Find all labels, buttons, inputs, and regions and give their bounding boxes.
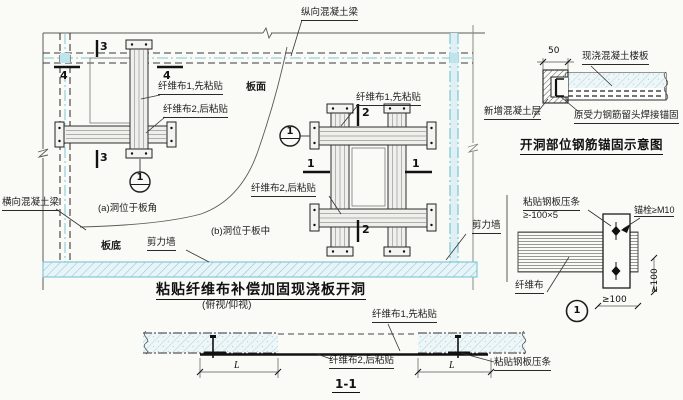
label-case-a: (a)洞位于板角 (98, 203, 158, 214)
section-dim-L-right: L (449, 360, 455, 371)
section-mark-4-right: 4 (163, 69, 171, 82)
label-fiber-cloth: 纤维布 (515, 280, 544, 294)
label-slab-soffit: 板底 (101, 241, 121, 252)
label-steel-batten-size: ≥-100×5 (523, 210, 559, 221)
label-case-b: (b)洞位于板中 (211, 226, 271, 237)
label-section-fiber2: 纤维布2,后粘贴 (329, 355, 394, 369)
detail-bubble-a: 1 (136, 172, 144, 183)
section-mark-3-bottom: 3 (100, 151, 108, 164)
detail-bubble-b: 1 (286, 126, 294, 137)
section-mark-2-top: 2 (362, 106, 370, 119)
label-slab-face: 板面 (246, 82, 266, 93)
fiber-strip-horizontal-top (309, 121, 437, 150)
label-section-fiber1: 纤维布1,先粘贴 (372, 309, 437, 323)
label-cast-slab: 现浇混凝土楼板 (582, 51, 649, 65)
section-title: 1-1 (332, 377, 360, 393)
detail1-dim-vertical: ≥100 (650, 268, 660, 293)
label-fiber1-a: 纤维布1,先粘贴 (158, 81, 223, 95)
label-shear-wall-right: 剪力墙 (472, 220, 501, 234)
label-new-concrete-layer: 新增混凝土层 (484, 106, 542, 120)
plan-subtitle: (俯视/仰视) (202, 300, 252, 311)
plan-label-leaders (55, 19, 467, 263)
fiber-strip-horizontal-bottom (309, 203, 437, 232)
detail1-drawing (506, 195, 658, 323)
section-mark-4-left: 4 (60, 69, 68, 82)
section11-drawing (143, 323, 527, 378)
detail1-bubble: 1 (573, 305, 581, 316)
section-mark-2-bottom: 2 (362, 223, 370, 236)
label-fiber2-a: 纤维布2,后粘贴 (163, 104, 228, 118)
label-longitudinal-beam: 纵向混凝土梁 (301, 7, 359, 21)
section-dim-L-left: L (234, 360, 240, 371)
detail1-dim-horizontal: ≥100 (602, 295, 627, 305)
anchor-detail-drawing (532, 58, 669, 119)
label-fiber1-b: 纤维布1,先粘贴 (356, 92, 421, 106)
label-rebar-anchorage: 原受力钢筋留头焊接锚固 (574, 110, 679, 124)
section-mark-3-top: 3 (100, 40, 108, 53)
anchor-detail-title: 开洞部位钢筋锚固示意图 (520, 138, 664, 156)
plan-title: 粘贴纤维布补偿加固现浇板开洞 (156, 281, 366, 301)
section-mark-1-left: 1 (307, 157, 315, 170)
plan-opening-a (54, 39, 183, 193)
label-section-batten: 粘贴钢板压条 (494, 357, 552, 371)
label-shear-wall-bottom: 剪力墙 (147, 237, 176, 251)
anchor-dim-50: 50 (548, 46, 560, 56)
label-fiber2-b: 纤维布2,后粘贴 (251, 183, 316, 197)
section-mark-1-right: 1 (412, 157, 420, 170)
label-anchor-bolt: 锚栓≥M10 (634, 205, 675, 218)
plan-opening-b (279, 103, 437, 257)
label-transverse-beam: 横向混凝土梁 (2, 197, 60, 211)
label-steel-batten: 粘贴钢板压条 (523, 197, 581, 211)
